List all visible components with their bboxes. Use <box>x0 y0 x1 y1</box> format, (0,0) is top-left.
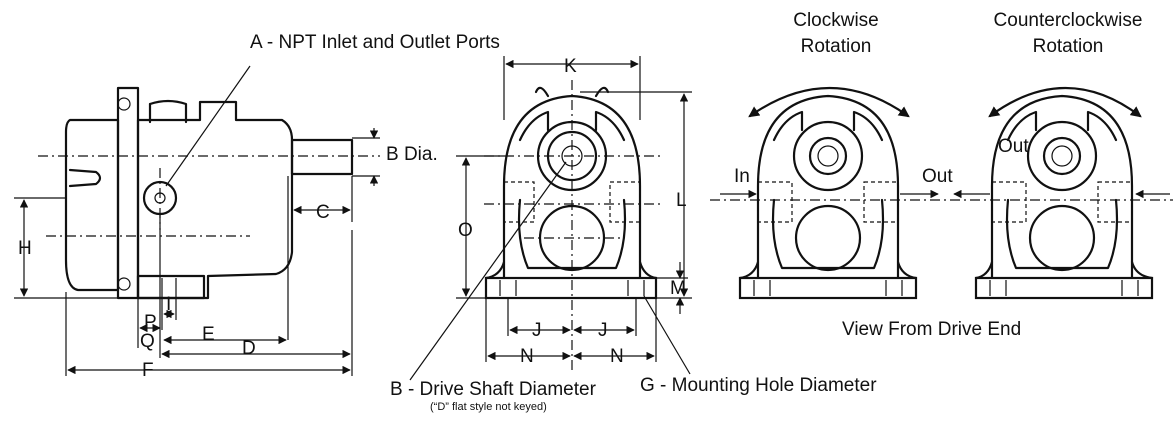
counterclockwise-title-line2: Rotation <box>1033 36 1104 57</box>
side-view <box>14 65 380 376</box>
dim-label-q: Q <box>140 331 155 352</box>
in-label: In <box>734 166 750 187</box>
dim-label-n-right: N <box>610 346 624 367</box>
dim-label-l: L <box>676 190 687 211</box>
labels: A - NPT Inlet and Outlet Ports B Dia. B … <box>18 10 1142 413</box>
clockwise-title-line2: Rotation <box>801 36 872 57</box>
counterclockwise-title-line1: Counterclockwise <box>994 10 1143 31</box>
drive-shaft-note: (“D” flat style not keyed) <box>430 401 547 413</box>
clockwise-title-line1: Clockwise <box>793 10 879 31</box>
dim-label-d: D <box>242 338 256 359</box>
ports-label: A - NPT Inlet and Outlet Ports <box>250 32 500 53</box>
dim-label-k: K <box>564 56 577 77</box>
dim-label-e: E <box>202 324 215 345</box>
out-label-clockwise: Out <box>922 166 953 187</box>
dim-label-j-left: J <box>532 320 542 341</box>
dim-label-n-left: N <box>520 346 534 367</box>
dim-label-m: M <box>670 278 686 299</box>
clockwise-view <box>710 86 950 300</box>
dim-label-c: C <box>316 202 330 223</box>
view-from-drive-end-label: View From Drive End <box>842 319 1021 340</box>
drive-shaft-label: B - Drive Shaft Diameter <box>390 379 597 400</box>
dim-label-j-right: J <box>598 320 608 341</box>
dim-label-o: O <box>458 220 473 241</box>
mounting-hole-label: G - Mounting Hole Diameter <box>640 375 877 396</box>
front-view <box>409 56 692 381</box>
out-label-counterclockwise: Out <box>998 136 1029 157</box>
counterclockwise-view <box>950 86 1173 300</box>
shaft-dia-label: B Dia. <box>386 144 438 165</box>
dim-label-f: F <box>142 360 154 381</box>
dim-label-h: H <box>18 238 32 259</box>
dim-label-p: P <box>144 312 157 333</box>
dim-label-i: I <box>166 294 171 315</box>
